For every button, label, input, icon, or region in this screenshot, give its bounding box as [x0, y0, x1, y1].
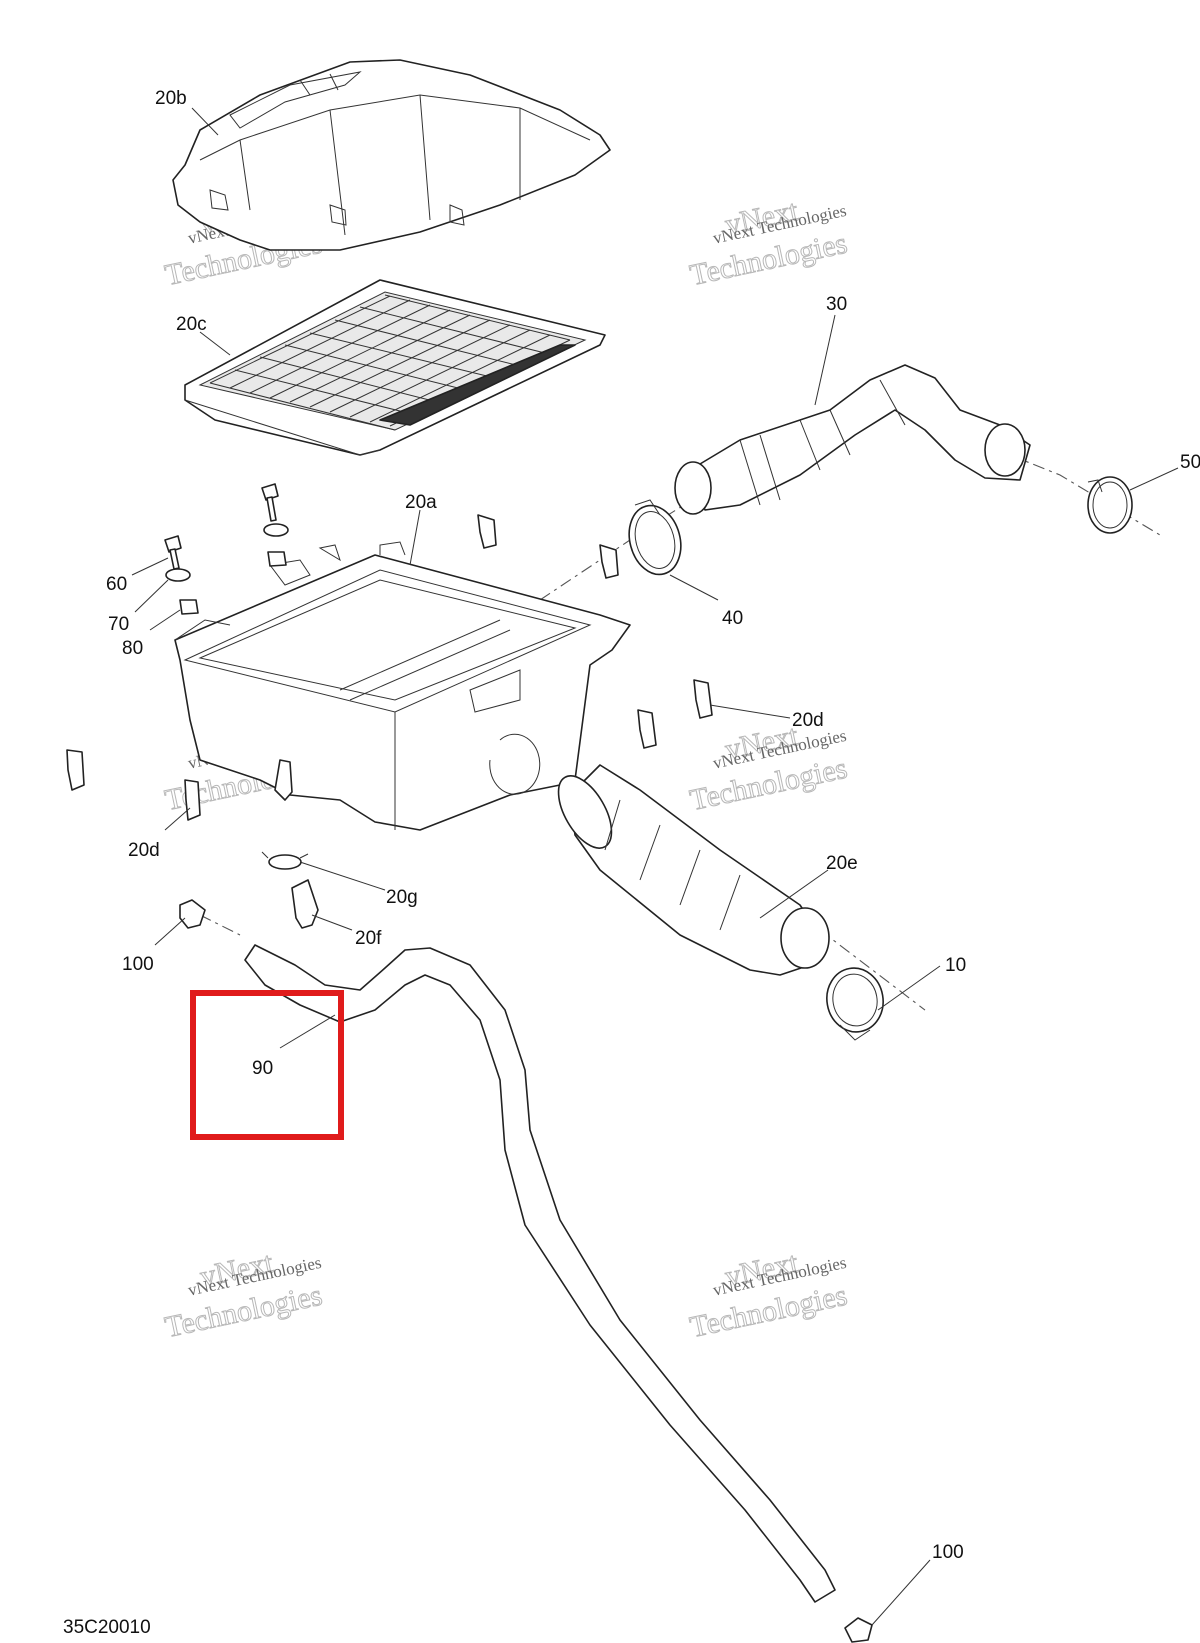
callout-20c: 20c	[176, 314, 207, 335]
callout-20f: 20f	[355, 928, 382, 949]
clamp-10	[826, 967, 884, 1041]
watermark-top-right: vNext vNext Technologies Technologies	[687, 193, 851, 292]
callout-20b: 20b	[155, 88, 187, 109]
leader-20d-left	[164, 807, 191, 831]
callout-40: 40	[722, 608, 743, 629]
svg-text:Technologies: Technologies	[687, 227, 850, 292]
air-filter-20c	[184, 279, 606, 456]
leader-100-bottom	[871, 1559, 931, 1626]
callout-20d-left: 20d	[128, 840, 160, 861]
svg-text:Technologies: Technologies	[162, 1279, 325, 1344]
leader-20g	[299, 861, 386, 891]
clamp-100-top	[179, 899, 206, 929]
drain-hose-90	[244, 944, 836, 1603]
callout-20a: 20a	[405, 492, 437, 513]
flex-tube-20e	[557, 764, 830, 976]
clips-20d	[66, 514, 713, 821]
axis-line-outlet	[1009, 454, 1161, 536]
callout-20e: 20e	[826, 853, 858, 874]
leader-20a	[409, 509, 421, 566]
callout-20d-right: 20d	[792, 710, 824, 731]
axis-line-clamp-100	[199, 914, 241, 936]
callout-10: 10	[945, 955, 966, 976]
callout-90: 90	[252, 1058, 273, 1079]
callout-100-bottom: 100	[932, 1542, 964, 1563]
watermark-low-left: vNext vNext Technologies Technologies	[162, 1245, 326, 1344]
leader-10	[877, 965, 941, 1011]
clamp-50	[1087, 476, 1133, 534]
leader-90	[279, 1014, 336, 1049]
callout-30: 30	[826, 294, 847, 315]
highlight-box-90	[190, 990, 344, 1140]
leader-80	[149, 609, 181, 631]
leader-40	[669, 574, 719, 601]
leader-20c	[199, 331, 231, 356]
leader-20d-right	[709, 704, 791, 719]
svg-text:Technologies: Technologies	[687, 752, 850, 817]
watermark-mid-right: vNext vNext Technologies Technologies	[687, 718, 851, 817]
callout-100-top: 100	[122, 954, 154, 975]
leader-60	[131, 557, 169, 576]
callout-80: 80	[122, 638, 143, 659]
leader-20b	[191, 107, 219, 136]
grommet-80	[179, 551, 287, 615]
clamp-100-bottom	[844, 1617, 873, 1643]
callout-70: 70	[108, 614, 129, 635]
leader-20e	[759, 869, 829, 919]
leader-30	[814, 314, 836, 406]
leader-70	[134, 579, 169, 613]
clamp-20g	[261, 851, 309, 870]
leader-100-top	[154, 917, 186, 946]
airbox-20a	[174, 541, 631, 831]
plug-20f	[291, 879, 319, 929]
callout-60: 60	[106, 574, 127, 595]
bolt-60	[164, 483, 279, 570]
washer-70	[165, 523, 289, 582]
airbox-cover-20b	[172, 59, 611, 251]
drawing-number: 35C20010	[63, 1617, 151, 1638]
clamp-40	[628, 499, 682, 576]
callout-50: 50	[1180, 452, 1200, 473]
watermark-low-right: vNext vNext Technologies Technologies	[687, 1245, 851, 1344]
intake-duct-30	[674, 364, 1031, 515]
svg-text:Technologies: Technologies	[687, 1279, 850, 1344]
callout-20g: 20g	[386, 887, 418, 908]
leader-50	[1129, 467, 1179, 491]
leader-20f	[311, 914, 353, 931]
